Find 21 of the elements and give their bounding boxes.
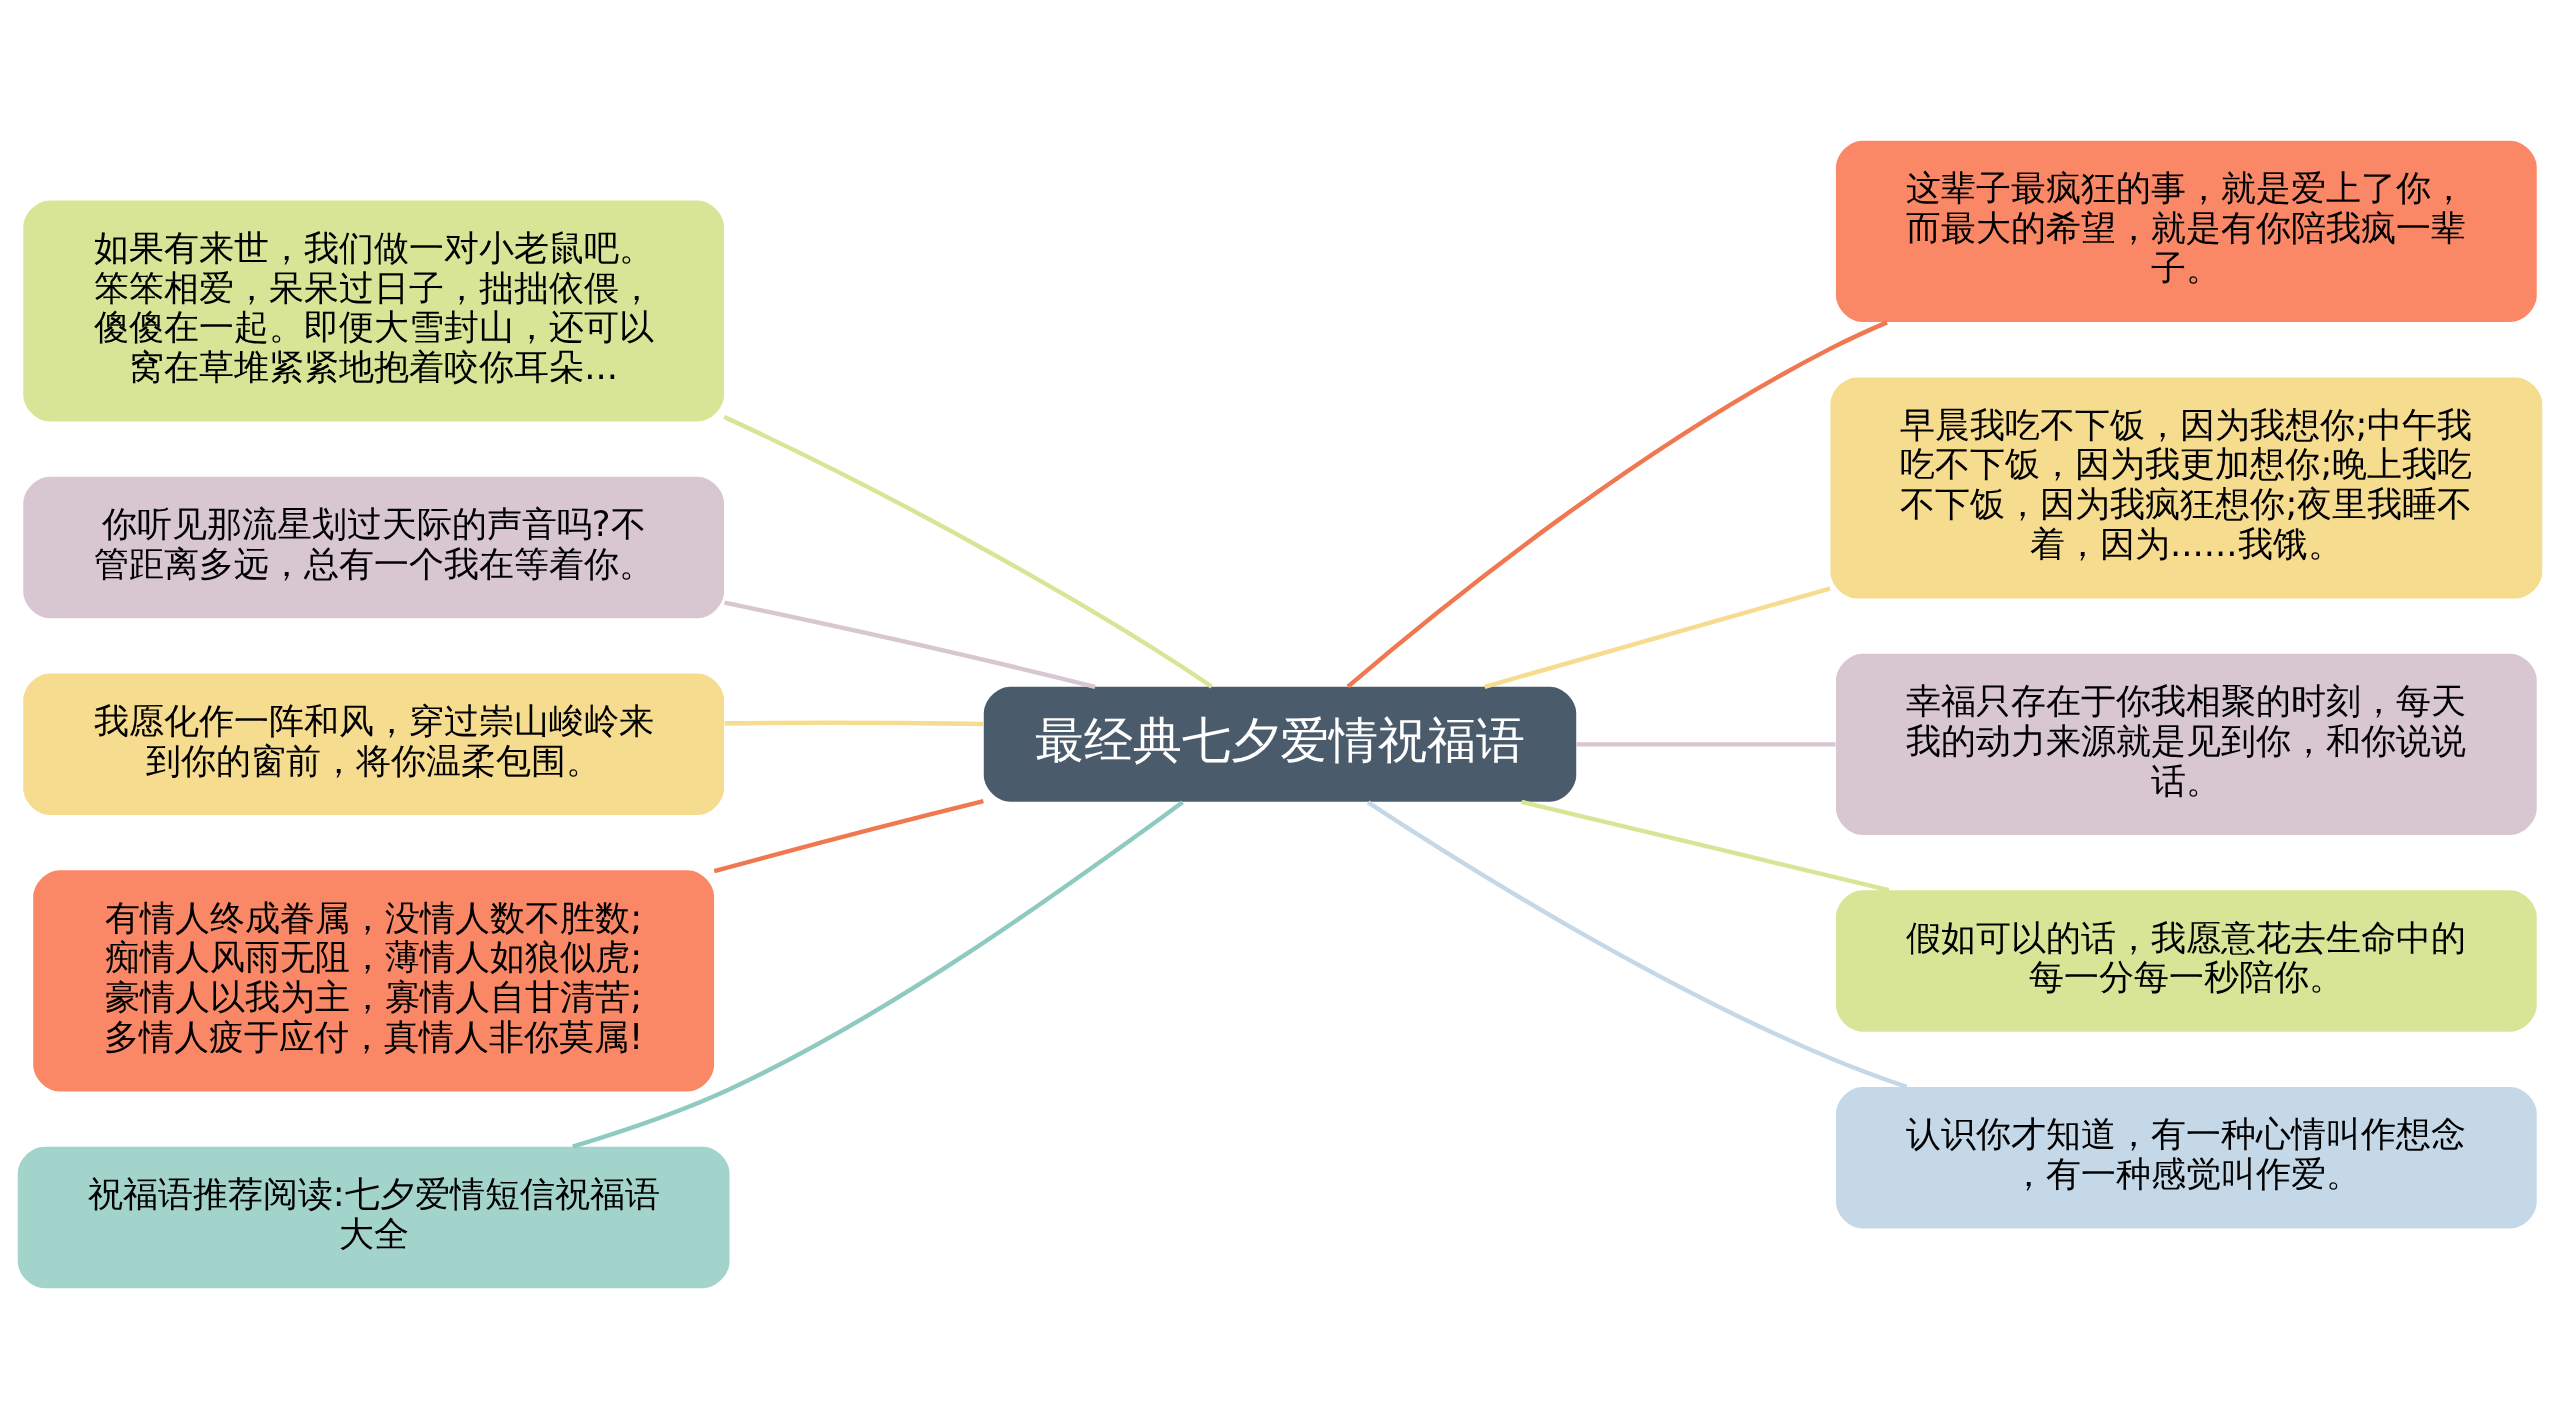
node-box: 如果有来世，我们做一对小老鼠吧。笨笨相爱，呆呆过日子，拙拙依偎，傻傻在一起。即便大雪封山，还可以窝在草堆紧紧地抱着咬你耳朵... [23, 200, 725, 422]
connector [572, 800, 1184, 1149]
node-box: 你听见那流星划过天际的声音吗?不管距离多远，总有一个我在等着你。 [23, 476, 725, 618]
connector [724, 599, 1096, 689]
connector [723, 414, 1213, 688]
connector [1484, 585, 1831, 689]
connector [1576, 741, 1836, 747]
node-box: 祝福语推荐阅读:七夕爱情短信祝福语大全 [17, 1146, 730, 1288]
node-box: 假如可以的话，我愿意花去生命中的每一分每一秒陪你。 [1835, 889, 2537, 1032]
node-box: 认识你才知道，有一种心情叫作想念，有一种感觉叫作爱。 [1835, 1086, 2537, 1228]
node-box: 我愿化作一阵和风，穿过崇山峻岭来到你的窗前，将你温柔包围。 [23, 673, 725, 815]
node-box: 有情人终成眷属，没情人数不胜数;痴情人风雨无阻，薄情人如狼似虎;豪情人以我为主，寡情人自甘清苦;多情人疲于应付，真情人非你莫属! [33, 869, 715, 1091]
connector [1521, 799, 1890, 892]
connector [1346, 319, 1888, 688]
connector [713, 798, 984, 873]
node-box: 早晨我吃不下饭，因为我想你;中午我吃不下饭，因为我更加想你;晚上我吃不下饭，因为我疯狂想你;夜里我睡不着，因为......我饿。 [1830, 376, 2543, 598]
node-box: 幸福只存在于你我相聚的时刻，每天我的动力来源就是见到你，和你说说话。 [1835, 653, 2537, 835]
node-box: 这辈子最疯狂的事，就是爱上了你，而最大的希望，就是有你陪我疯一辈子。 [1835, 140, 2537, 322]
node-box: 最经典七夕爱情祝福语 [983, 686, 1577, 802]
connector [1366, 800, 1908, 1089]
connector [724, 720, 984, 726]
